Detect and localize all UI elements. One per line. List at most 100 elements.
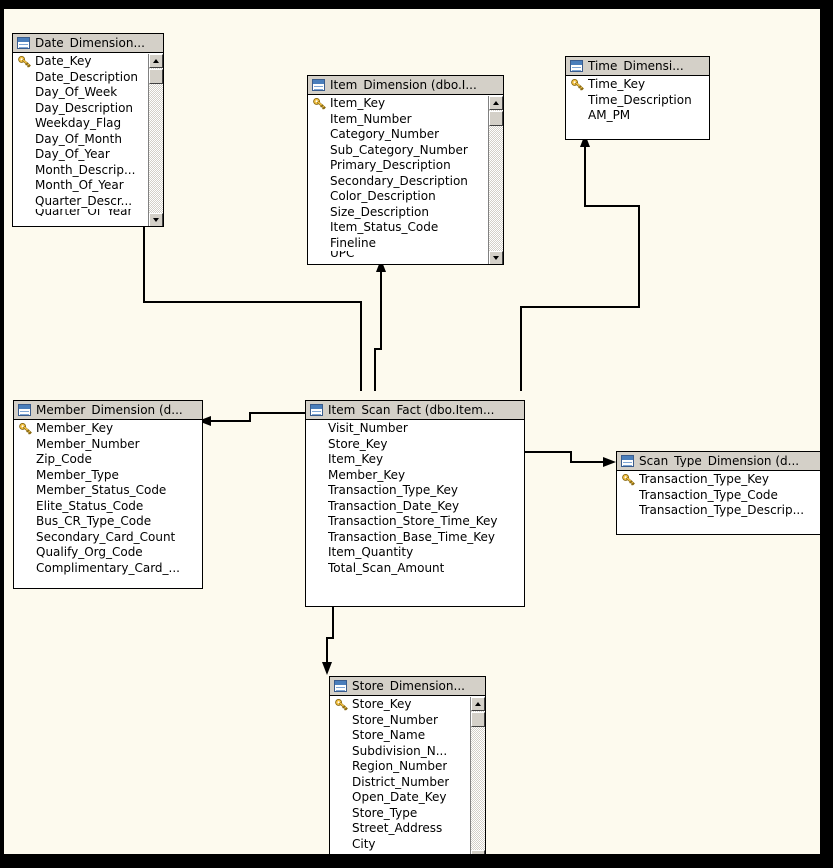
table-header-date_dimension[interactable]: Date_Dimension... — [13, 34, 163, 53]
field-name: Secondary_Card_Count — [36, 530, 176, 544]
table-scrollbar[interactable] — [148, 54, 163, 226]
field-row[interactable]: Primary_Description — [308, 158, 503, 174]
table-scrollbar[interactable] — [470, 697, 485, 854]
field-row[interactable]: Transaction_Date_Key — [306, 499, 524, 515]
field-row[interactable]: Item_Quantity — [306, 545, 524, 561]
field-row[interactable]: Month_Descrip... — [13, 163, 163, 179]
field-name: Month_Descrip... — [35, 163, 136, 177]
table-header-item_dimension[interactable]: Item_Dimension (dbo.I... — [308, 76, 503, 95]
field-row[interactable]: Item_Key — [308, 96, 503, 112]
field-row[interactable]: Day_Of_Month — [13, 132, 163, 148]
field-row[interactable]: Member_Number — [14, 437, 202, 453]
field-row[interactable]: Day_Description — [13, 101, 163, 117]
field-name: Item_Number — [330, 112, 412, 126]
field-row[interactable]: Color_Description — [308, 189, 503, 205]
field-row[interactable]: Subdivision_N... — [330, 744, 485, 760]
field-row[interactable]: Month_Of_Year — [13, 178, 163, 194]
field-row[interactable]: Secondary_Description — [308, 174, 503, 190]
scrollbar-thumb[interactable] — [471, 712, 485, 727]
field-row[interactable]: Transaction_Type_Key — [617, 472, 820, 488]
field-row[interactable]: Time_Key — [566, 77, 709, 93]
scroll-up-button[interactable] — [149, 54, 163, 68]
field-row[interactable]: Elite_Status_Code — [14, 499, 202, 515]
field-row[interactable]: Store_Key — [306, 437, 524, 453]
field-name: Subdivision_N... — [352, 744, 448, 758]
field-row[interactable]: Zip_Code — [14, 452, 202, 468]
field-row[interactable]: Quarter_Of_Year — [13, 209, 163, 216]
field-row[interactable]: Day_Of_Year — [13, 147, 163, 163]
field-row[interactable]: Secondary_Card_Count — [14, 530, 202, 546]
field-row[interactable]: Member_Type — [14, 468, 202, 484]
field-row[interactable]: Day_Of_Week — [13, 85, 163, 101]
field-row[interactable]: Store_Key — [330, 697, 485, 713]
field-row[interactable]: Transaction_Type_Descrip... — [617, 503, 820, 519]
scroll-down-button[interactable] — [489, 251, 503, 264]
connector-fact-to-store — [322, 607, 334, 675]
primary-key-icon — [617, 473, 639, 486]
field-row[interactable]: Store_Type — [330, 806, 485, 822]
field-name: Item_Quantity — [328, 546, 414, 560]
field-row[interactable]: Member_Key — [306, 468, 524, 484]
field-row[interactable]: Transaction_Type_Key — [306, 483, 524, 499]
field-row[interactable]: Size_Description — [308, 205, 503, 221]
field-row[interactable]: Date_Key — [13, 54, 163, 70]
field-name: Day_Of_Month — [35, 132, 122, 146]
field-row[interactable]: Weekday_Flag — [13, 116, 163, 132]
field-row[interactable]: Street_Address — [330, 821, 485, 837]
field-row[interactable]: Member_Status_Code — [14, 483, 202, 499]
field-row[interactable]: Complimentary_Card_... — [14, 561, 202, 577]
field-row[interactable]: Member_Key — [14, 421, 202, 437]
field-row[interactable]: Bus_CR_Type_Code — [14, 514, 202, 530]
table-window-icon — [570, 60, 583, 72]
field-row[interactable]: Region_Number — [330, 759, 485, 775]
field-row[interactable]: District_Number — [330, 775, 485, 791]
field-row[interactable]: Total_Scan_Amount — [306, 561, 524, 577]
table-scan_type_dimension[interactable]: Scan_Type_Dimension (d... Transaction_Typ… — [616, 451, 820, 535]
table-scrollbar[interactable] — [488, 96, 503, 264]
scroll-down-button[interactable] — [471, 850, 485, 854]
field-row[interactable]: AM_PM — [566, 108, 709, 124]
field-row[interactable]: Category_Number — [308, 127, 503, 143]
field-row[interactable]: Fineline — [308, 236, 503, 252]
field-row[interactable]: Qualify_Org_Code — [14, 545, 202, 561]
chevron-up-icon — [493, 101, 499, 105]
table-header-member_dimension[interactable]: Member_Dimension (d... — [14, 401, 202, 420]
table-header-item_scan_fact[interactable]: Item_Scan_Fact (dbo.Item... — [306, 401, 524, 420]
field-row[interactable]: Item_Key — [306, 452, 524, 468]
field-row[interactable]: Quarter_Descr... — [13, 194, 163, 210]
table-header-time_dimension[interactable]: Time_Dimensi... — [566, 57, 709, 76]
table-header-scan_type_dimension[interactable]: Scan_Type_Dimension (d... — [617, 452, 820, 471]
table-header-store_dimension[interactable]: Store_Dimension... — [330, 677, 485, 696]
connector-fact-to-member — [198, 412, 305, 426]
scroll-up-button[interactable] — [489, 96, 503, 110]
field-row[interactable]: Transaction_Type_Code — [617, 488, 820, 504]
field-row[interactable]: Store_Name — [330, 728, 485, 744]
field-row[interactable]: Item_Status_Code — [308, 220, 503, 236]
field-name: Time_Description — [588, 93, 692, 107]
scroll-up-button[interactable] — [471, 697, 485, 711]
field-row[interactable]: Date_Description — [13, 70, 163, 86]
field-row[interactable]: Open_Date_Key — [330, 790, 485, 806]
field-row[interactable]: Time_Description — [566, 93, 709, 109]
table-title-scan_type_dimension: Scan_Type_Dimension (d... — [639, 455, 800, 467]
field-row[interactable]: Visit_Number — [306, 421, 524, 437]
field-name: Qualify_Org_Code — [36, 546, 143, 560]
scroll-down-button[interactable] — [149, 213, 163, 226]
field-row[interactable]: Transaction_Base_Time_Key — [306, 530, 524, 546]
scrollbar-thumb[interactable] — [149, 69, 163, 84]
field-row[interactable]: City — [330, 837, 485, 853]
field-row[interactable]: Store_Number — [330, 713, 485, 729]
field-row[interactable]: UPC — [308, 251, 503, 258]
field-row[interactable]: Sub_Category_Number — [308, 143, 503, 159]
scrollbar-thumb[interactable] — [489, 111, 503, 126]
field-row[interactable]: Transaction_Store_Time_Key — [306, 514, 524, 530]
field-row[interactable]: Item_Number — [308, 112, 503, 128]
